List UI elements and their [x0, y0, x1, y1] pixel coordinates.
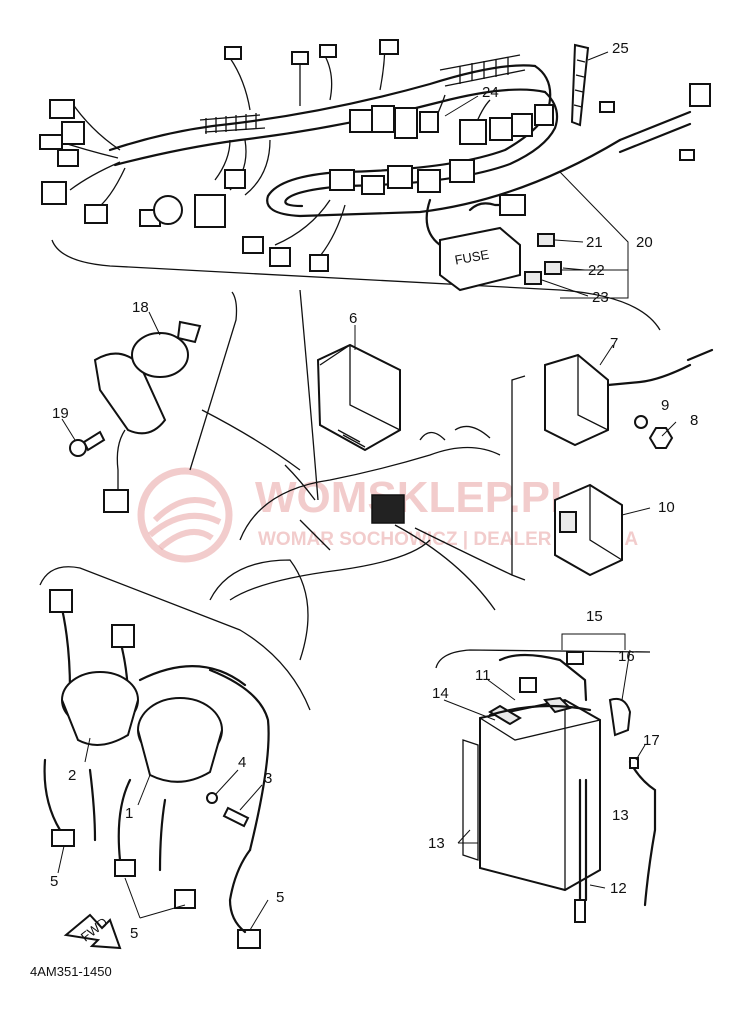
callout-21: 21: [586, 234, 603, 251]
callout-5-right: 5: [276, 889, 284, 906]
callout-18: 18: [132, 299, 149, 316]
callout-10: 10: [658, 499, 675, 516]
callout-15: 15: [586, 608, 603, 625]
callout-24: 24: [482, 84, 499, 101]
fuse-box-part: FUSE: [425, 194, 562, 292]
fuse-23: [524, 271, 542, 285]
left-section-bracket: [189, 291, 238, 471]
bolt-3-part: [222, 806, 250, 828]
section-brackets: [39, 171, 661, 711]
nut-8-part: [648, 427, 674, 449]
ignition-coils-part: [43, 589, 270, 949]
fuse-22: [544, 261, 562, 275]
callout-13-right: 13: [612, 807, 629, 824]
right-section-bracket: [511, 375, 526, 581]
callout-1: 1: [125, 805, 133, 822]
callout-22: 22: [588, 262, 605, 279]
callout-9: 9: [661, 397, 669, 414]
harness-connectors: [39, 39, 711, 272]
callout-12: 12: [610, 880, 627, 897]
watermark-main-text: WOMSKLEP.PL: [255, 473, 577, 522]
screw-19-part: [69, 430, 106, 457]
callout-17: 17: [643, 732, 660, 749]
callout-8: 8: [690, 412, 698, 429]
control-unit-part: [316, 343, 401, 452]
wire-harness: [54, 39, 692, 263]
callout-11: 11: [475, 667, 491, 684]
dealer-watermark: WOMSKLEP.PL WOMAR SOCHOWICZ | DEALER YAM…: [137, 467, 638, 563]
callout-14: 14: [432, 685, 449, 702]
relay-10-part: [554, 483, 623, 577]
washer-9-part: [634, 415, 648, 429]
fuse-label: FUSE: [453, 247, 490, 268]
battery-section-bracket: [435, 649, 651, 669]
watermark-logo-stripes-icon: [148, 497, 222, 551]
callout-6: 6: [349, 310, 357, 327]
callout-3: 3: [264, 770, 272, 787]
bracket-20: [559, 171, 629, 299]
frame-sketch: [201, 289, 513, 661]
fuse-21: [537, 233, 555, 247]
watermark-logo-icon: [137, 467, 233, 563]
callout-labels: 25 24 18 6 7 9 8 19 10 21 20 22 23 15 11…: [50, 40, 698, 942]
cable-tie-part: [570, 43, 590, 127]
callout-5-bottom: 5: [130, 925, 138, 942]
bracket-15: [561, 633, 626, 650]
callout-7: 7: [610, 335, 618, 352]
callout-2: 2: [68, 767, 76, 784]
harness-section-bracket: [51, 239, 661, 331]
callout-13-left: 13: [428, 835, 445, 852]
callout-4: 4: [238, 754, 246, 771]
coil-section-bracket: [39, 566, 311, 711]
sensor-part: [93, 320, 202, 513]
leader-lines: [57, 51, 677, 931]
diagram-code: 4AM351-1450: [30, 964, 112, 979]
callout-25: 25: [612, 40, 629, 57]
callout-19: 19: [52, 405, 69, 422]
battery-part: [462, 651, 657, 923]
washer-4-part: [206, 792, 218, 804]
callout-5-left: 5: [50, 873, 58, 890]
relay-part: [544, 348, 714, 447]
callout-20: 20: [636, 234, 653, 251]
forward-arrow-icon: FWD: [63, 913, 122, 950]
watermark-sub-text: WOMAR SOCHOWICZ | DEALER YAMAHA: [258, 529, 638, 550]
callout-16: 16: [618, 648, 635, 665]
callout-23: 23: [592, 289, 609, 306]
